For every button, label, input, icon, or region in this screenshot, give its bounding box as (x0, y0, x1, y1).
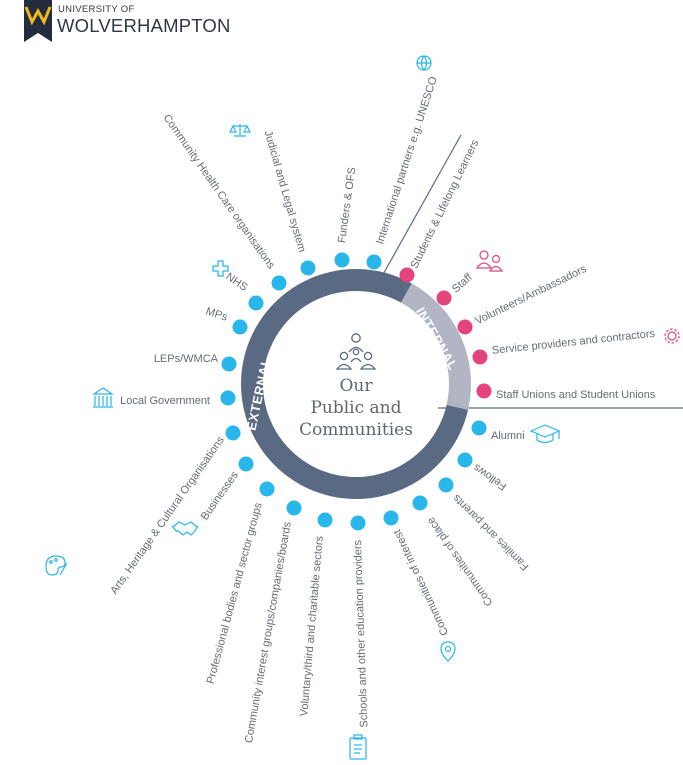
scales-icon (229, 124, 251, 137)
center-people-icon (335, 333, 377, 370)
stakeholder-dot (225, 425, 241, 441)
stakeholder-dot (399, 267, 415, 283)
stakeholder-label: Staff (450, 271, 475, 296)
stakeholder-label: Funders & OFS (336, 166, 359, 243)
stakeholder-dot (471, 420, 487, 436)
stakeholder-dot (300, 260, 316, 276)
center-title-line-3: Communities (299, 420, 413, 440)
palette-icon (45, 555, 68, 576)
ring-internal-segment (401, 283, 471, 410)
stakeholder-dot (436, 290, 452, 306)
handshake-icon (171, 521, 199, 536)
stakeholder-dot (238, 456, 254, 472)
stakeholder-dot (476, 383, 492, 399)
gear-icon (664, 328, 680, 344)
location-pin-icon (440, 641, 456, 662)
stakeholder-dot (334, 252, 350, 268)
stakeholder-dot (457, 452, 473, 468)
university-logo: UNIVERSITY OF WOLVERHAMPTON (0, 0, 230, 44)
logo-line-1: UNIVERSITY OF (58, 4, 135, 15)
stakeholder-dot (259, 481, 275, 497)
globe-icon (416, 55, 432, 71)
center-title-line-2: Public and (310, 398, 401, 418)
stakeholder-label: Staff Unions and Student Unions (496, 389, 656, 401)
people-icon (475, 250, 504, 272)
stakeholder-dot (383, 510, 399, 526)
stakeholder-dot (412, 495, 428, 511)
ring (241, 268, 471, 499)
stakeholder-dot (457, 319, 473, 335)
stakeholder-dot (221, 356, 237, 372)
medical-cross-icon (212, 260, 229, 277)
stakeholder-label: MPs (204, 305, 229, 323)
stakeholder-label: Local Government (120, 395, 210, 407)
university-crest-icon (24, 0, 52, 42)
stakeholder-label: Professional bodies and sector groups (205, 501, 265, 685)
stakeholder-label: LEPs/WMCA (154, 353, 219, 365)
graduation-cap-icon (529, 424, 561, 444)
stakeholder-label: Schools and other education providers (352, 539, 371, 728)
stakeholder-label: Judicial and Legal system (262, 129, 308, 253)
government-building-icon (92, 387, 114, 408)
stakeholder-dot (220, 390, 236, 406)
stakeholder-dot (271, 275, 287, 291)
stakeholder-dot (248, 295, 264, 311)
center-title-line-1: Our (339, 376, 373, 396)
stakeholder-label: Fellows (471, 461, 509, 493)
stakeholder-dot (438, 477, 454, 493)
stakeholder-label: Alumni (491, 430, 525, 442)
stakeholder-label: Voluntary/third and charitable sectors (298, 535, 326, 717)
stakeholder-dot (350, 515, 366, 531)
stakeholder-dot (472, 349, 488, 365)
stakeholder-label: NHS (224, 271, 250, 294)
stakeholder-label: Service providers and contractors (491, 328, 656, 357)
stakeholder-dot (317, 512, 333, 528)
stakeholder-dot (232, 319, 248, 335)
stakeholder-label: Businesses (199, 469, 241, 522)
stakeholder-dot (286, 500, 302, 516)
stakeholder-label: Volunteers/Ambassadors (473, 263, 589, 328)
clipboard-icon (349, 734, 367, 760)
logo-line-2: WOLVERHAMPTON (57, 15, 231, 36)
stakeholder-label: Community Health Care organisations (161, 112, 278, 272)
divider-line-upper (375, 134, 462, 288)
stakeholder-dot (366, 254, 382, 270)
stakeholder-label: Students & Lifelong Learners (409, 137, 482, 270)
